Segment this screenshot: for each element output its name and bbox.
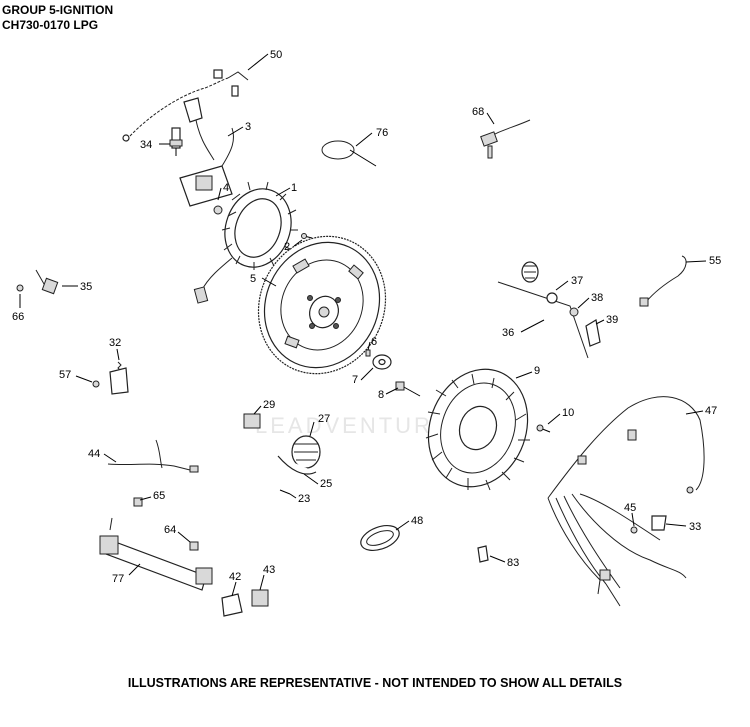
- callout-68: 68: [472, 106, 484, 118]
- part-36-group: [497, 261, 589, 359]
- callout-36: 36: [502, 327, 514, 339]
- part-33-bracket: [651, 515, 667, 531]
- callout-23: 23: [298, 493, 310, 505]
- part-1-stator: [193, 181, 298, 304]
- callout-29: 29: [263, 399, 275, 411]
- callout-34: 34: [140, 139, 152, 151]
- callout-48: 48: [411, 515, 423, 527]
- part-5-flywheel: [257, 235, 387, 375]
- callout-39: 39: [606, 314, 618, 326]
- part-57-bracket: [92, 367, 129, 395]
- callout-50: 50: [270, 49, 282, 61]
- callout-4: 4: [223, 182, 229, 194]
- callout-66: 66: [12, 311, 24, 323]
- callout-5: 5: [250, 273, 256, 285]
- part-39-clip: [585, 319, 601, 347]
- callout-57: 57: [59, 369, 71, 381]
- callout-47: 47: [705, 405, 717, 417]
- disclaimer-footer: ILLUSTRATIONS ARE REPRESENTATIVE - NOT I…: [127, 676, 623, 690]
- callout-27: 27: [318, 413, 330, 425]
- part-34-spark-plug: [169, 127, 183, 156]
- part-45-screw: [630, 526, 638, 534]
- part-37-washer: [546, 292, 558, 304]
- callout-32: 32: [109, 337, 121, 349]
- part-66-nut: [16, 284, 24, 292]
- part-65-clip: [133, 497, 143, 507]
- part-7-washer: [372, 354, 392, 370]
- callout-3: 3: [245, 121, 251, 133]
- part-55-lead: [639, 255, 687, 307]
- part-8-flywheel-bolt: [395, 381, 421, 397]
- watermark-text: LEADVENTURE: [255, 413, 451, 438]
- callout-8: 8: [378, 389, 384, 401]
- part-25-bracket: [277, 455, 317, 475]
- callout-55: 55: [709, 255, 721, 267]
- part-44-lead: [107, 439, 199, 473]
- callout-10: 10: [562, 407, 574, 419]
- callout-38: 38: [591, 292, 603, 304]
- part-29-block: [243, 413, 261, 429]
- callout-labels: 50 3 34 76 68 4 1 2 35 66 5 37 55 38 39 …: [12, 49, 721, 585]
- part-38-nut: [569, 307, 579, 317]
- callout-1: 1: [291, 182, 297, 194]
- part-10-screw: [536, 424, 551, 433]
- part-6-key: [365, 349, 371, 357]
- part-64-terminal: [189, 541, 199, 551]
- part-50-lead-wire: [122, 69, 249, 142]
- part-47-wiring-harness: [547, 396, 705, 607]
- callout-9: 9: [534, 365, 540, 377]
- part-77-harness-tube: [99, 517, 213, 591]
- part-27-rectifier: [291, 435, 321, 469]
- part-83-clip: [477, 545, 489, 563]
- part-9-cooling-fan: [425, 368, 530, 491]
- callout-44: 44: [88, 448, 100, 460]
- callout-33: 33: [689, 521, 701, 533]
- model-number: CH730-0170 LPG: [2, 18, 99, 32]
- callout-6: 6: [371, 336, 377, 348]
- callout-37: 37: [571, 275, 583, 287]
- part-23-screw: [279, 489, 291, 495]
- part-76-cable-tie: [321, 140, 377, 167]
- callout-45: 45: [624, 502, 636, 514]
- part-4-screw: [213, 205, 223, 215]
- part-68-connector: [480, 119, 531, 159]
- callout-25: 25: [320, 478, 332, 490]
- callout-42: 42: [229, 571, 241, 583]
- callout-64: 64: [164, 524, 176, 536]
- part-35-clip: [35, 269, 59, 295]
- callout-2: 2: [284, 241, 290, 253]
- callout-43: 43: [263, 564, 275, 576]
- part-42-connector: [221, 593, 243, 617]
- part-48-clamp: [360, 525, 400, 551]
- callout-77: 77: [112, 573, 124, 585]
- callout-83: 83: [507, 557, 519, 569]
- callout-7: 7: [352, 374, 358, 386]
- group-title: GROUP 5-IGNITION: [2, 3, 114, 17]
- leader-lines: [19, 53, 707, 597]
- callout-65: 65: [153, 490, 165, 502]
- callout-35: 35: [80, 281, 92, 293]
- callout-76: 76: [376, 127, 388, 139]
- part-2-screw: [301, 233, 313, 239]
- part-43-connector: [251, 589, 269, 607]
